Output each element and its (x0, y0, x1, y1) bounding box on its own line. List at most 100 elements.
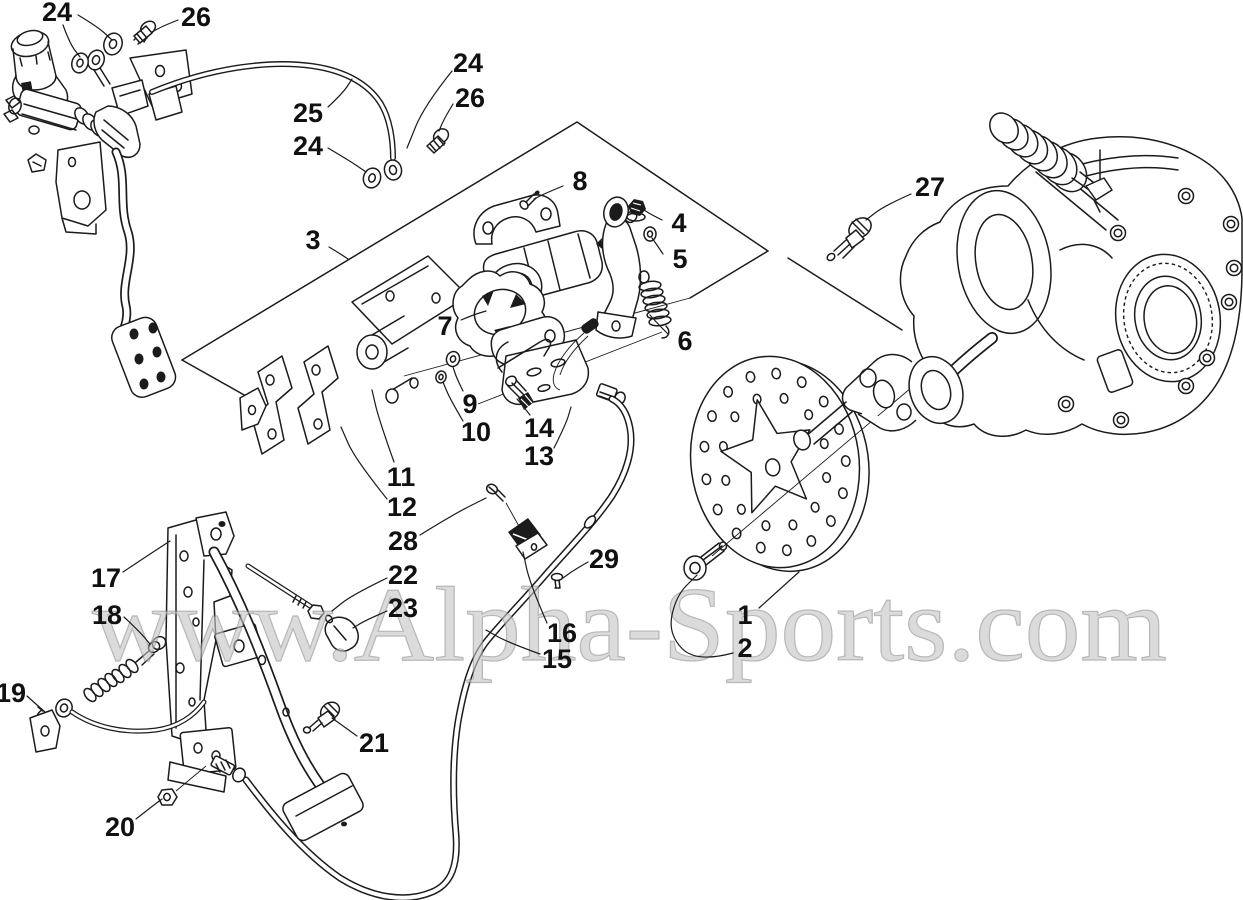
gearcase-bolts (1057, 187, 1243, 429)
callout-label-7: 7 (437, 311, 452, 341)
callout-leader-15 (485, 629, 541, 655)
boot-bellows (989, 112, 1113, 213)
callout-leader-17 (122, 540, 171, 573)
callout-label-24: 24 (293, 131, 323, 161)
callout-leader-24 (406, 70, 453, 149)
rotor-hole (796, 376, 807, 389)
spring-bolt (83, 635, 167, 703)
callout-label-21: 21 (359, 728, 389, 758)
callout-leader-5 (651, 237, 664, 255)
brake-hose-upper (149, 61, 450, 189)
brake-disc (683, 354, 951, 581)
socket-bolt (1177, 377, 1195, 395)
callout-label-14: 14 (524, 413, 554, 443)
rotor-hole (804, 409, 814, 421)
callout-label-18: 18 (92, 600, 122, 630)
rotor-hole (731, 527, 742, 540)
actuator-lever (595, 196, 657, 339)
callout-leader-16 (522, 551, 548, 624)
pad-pin (497, 338, 552, 369)
pedal-hose-fitting (210, 755, 246, 783)
callout-leader-13 (553, 406, 572, 449)
rotor-hole (818, 395, 829, 408)
callout-label-17: 17 (91, 563, 121, 593)
banjo-bolt (133, 20, 157, 45)
banjo-eyelet (86, 49, 111, 87)
callout-label-24: 24 (42, 0, 72, 27)
callout-label-9: 9 (462, 389, 477, 419)
boot-ridge (989, 112, 1019, 144)
rotor-hole (781, 544, 792, 557)
guide-screw (485, 483, 521, 529)
callout-leader-14 (516, 398, 531, 416)
washer (103, 32, 123, 56)
rotor-hole (730, 411, 740, 423)
washer (362, 167, 382, 189)
callout-leader-20 (135, 798, 163, 820)
callout-leader-6 (649, 314, 669, 335)
socket-bolt (1198, 349, 1216, 367)
rotor-hole (779, 392, 789, 404)
pad-bracket (297, 345, 339, 445)
callout-leader-4 (643, 209, 663, 221)
rotor-hole (712, 503, 723, 516)
axle-yoke (793, 332, 998, 451)
callout-label-6: 6 (677, 326, 692, 356)
lock-nut (157, 765, 207, 806)
socket-bolt (1225, 259, 1243, 277)
pedal-bolt (302, 701, 341, 734)
rotor-hole (723, 385, 734, 398)
top-clamp (195, 511, 235, 557)
callout-label-10: 10 (461, 417, 491, 447)
master-cylinder-assembly (3, 20, 193, 398)
callout-label-1: 1 (737, 600, 752, 630)
rotor-hole (788, 519, 798, 531)
detail-box (181, 121, 903, 406)
callout-leader-7 (460, 310, 487, 321)
rotor-hole (825, 515, 836, 527)
callout-leader-9 (452, 366, 464, 392)
socket-bolt (1112, 411, 1130, 429)
rotor-hole (810, 501, 820, 513)
mount-bracket (111, 49, 193, 121)
callout-leader-23 (352, 610, 388, 629)
callout-leader-26 (151, 19, 179, 33)
washer (71, 52, 89, 74)
pivot-pin (643, 226, 657, 242)
gearcase (793, 112, 1243, 451)
rotor-hole (701, 473, 712, 486)
callout-leader-22 (331, 577, 388, 612)
lower-bracket (55, 141, 107, 235)
rotor-hole (822, 471, 832, 484)
socket-bolt (1109, 224, 1127, 242)
brake-hose-lower (242, 395, 635, 900)
callout-label-11: 11 (387, 462, 416, 492)
socket-bolt (1220, 293, 1238, 311)
callout-label-8: 8 (572, 166, 587, 196)
rotor-hole (755, 541, 766, 554)
wing-key (324, 614, 359, 652)
banjo-bolt (426, 128, 450, 154)
return-spring (638, 270, 672, 339)
callout-leader-3 (328, 246, 349, 260)
socket-bolt (1222, 215, 1240, 233)
washer (445, 350, 461, 368)
cable-end (552, 318, 599, 391)
callout-label-16: 16 (547, 618, 577, 648)
callout-leader-8 (533, 185, 564, 200)
rotor-hole (736, 503, 746, 515)
mount-bolt (826, 217, 872, 262)
hose-guide (508, 518, 548, 560)
pedal-foot-pad (282, 772, 364, 842)
small-plate (29, 709, 61, 753)
callout-label-27: 27 (915, 172, 945, 202)
small-bracket (239, 387, 267, 431)
callout-label-4: 4 (671, 208, 686, 238)
caliper-assembly (239, 190, 691, 455)
watermark-text: www.Alpha-Sports.com (92, 566, 1167, 683)
callout-label-15: 15 (542, 644, 572, 674)
callout-leader-26 (438, 103, 454, 132)
callout-leader-19 (26, 695, 46, 713)
